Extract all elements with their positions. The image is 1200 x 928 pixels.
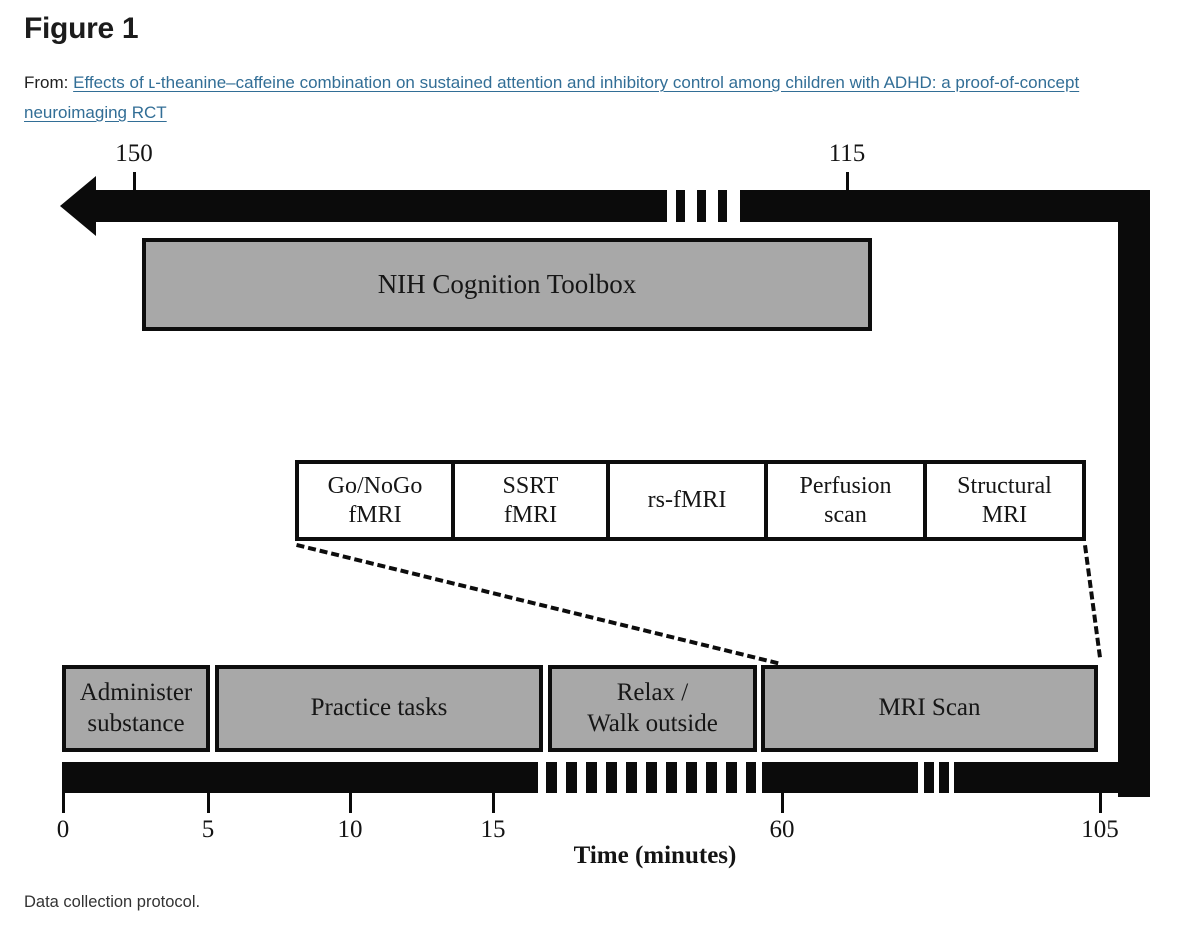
scan-box-rs-fmri: rs-fMRI (606, 460, 768, 541)
lower-bar-break-2 (924, 762, 964, 793)
lower-bar-segment-1 (62, 762, 538, 793)
lower-tick-105 (1099, 793, 1102, 813)
lower-bar-break-1 (546, 762, 756, 793)
callout-dashed-line-left (296, 543, 779, 666)
protocol-box-administer: Administer substance (62, 665, 210, 752)
article-link-line2: neuroimaging RCT (24, 103, 167, 122)
nih-toolbox-box: NIH Cognition Toolbox (142, 238, 872, 331)
from-label: From: (24, 73, 69, 92)
scan-box-structural: Structural MRI (923, 460, 1086, 541)
upper-tick-label-115: 115 (828, 140, 866, 167)
figure-caption: Data collection protocol. (24, 893, 201, 911)
upper-bar-break-dash (718, 190, 727, 222)
scan-box-perfusion: Perfusion scan (764, 460, 927, 541)
figure-image[interactable]: 150 115 NIH Cognition Toolbox Go/NoGo fM… (0, 140, 1200, 882)
upper-tick-115 (846, 172, 849, 190)
lower-bar-segment-3 (962, 762, 1150, 793)
lower-tick-15 (492, 793, 495, 813)
upper-tick-label-150: 150 (115, 140, 153, 167)
lower-tick-label-105: 105 (1081, 816, 1119, 843)
article-link[interactable]: Effects of ʟ-theanine–caffeine combinati… (24, 73, 1079, 122)
lower-tick-label-5: 5 (201, 816, 215, 843)
lower-tick-60 (781, 793, 784, 813)
upper-bar-break-dash (676, 190, 685, 222)
figure-source-line: From: Effects of ʟ-theanine–caffeine com… (24, 68, 1099, 128)
upper-bar-break-dash (697, 190, 706, 222)
right-connector-bar (1118, 190, 1150, 797)
lower-tick-5 (207, 793, 210, 813)
lower-tick-label-60: 60 (769, 816, 795, 843)
callout-dashed-line-right (1083, 545, 1102, 658)
lower-tick-10 (349, 793, 352, 813)
protocol-box-relax: Relax / Walk outside (548, 665, 757, 752)
protocol-box-practice: Practice tasks (215, 665, 543, 752)
scan-box-ssrt-fmri: SSRT fMRI (451, 460, 610, 541)
lower-tick-0 (62, 793, 65, 813)
left-arrowhead-icon (60, 176, 96, 236)
lower-tick-label-15: 15 (480, 816, 506, 843)
upper-bar-right-segment (740, 190, 1150, 222)
page-title: Figure 1 (24, 12, 139, 45)
upper-bar-left-segment (92, 190, 667, 222)
article-link-line1: Effects of ʟ-theanine–caffeine combinati… (73, 73, 1080, 92)
time-axis-label: Time (minutes) (573, 842, 737, 869)
protocol-box-mri-scan: MRI Scan (761, 665, 1098, 752)
scan-box-gonogo-fmri: Go/NoGo fMRI (295, 460, 455, 541)
lower-tick-label-0: 0 (56, 816, 70, 843)
lower-bar-segment-2 (762, 762, 918, 793)
lower-tick-label-10: 10 (337, 816, 363, 843)
upper-tick-150 (133, 172, 136, 190)
